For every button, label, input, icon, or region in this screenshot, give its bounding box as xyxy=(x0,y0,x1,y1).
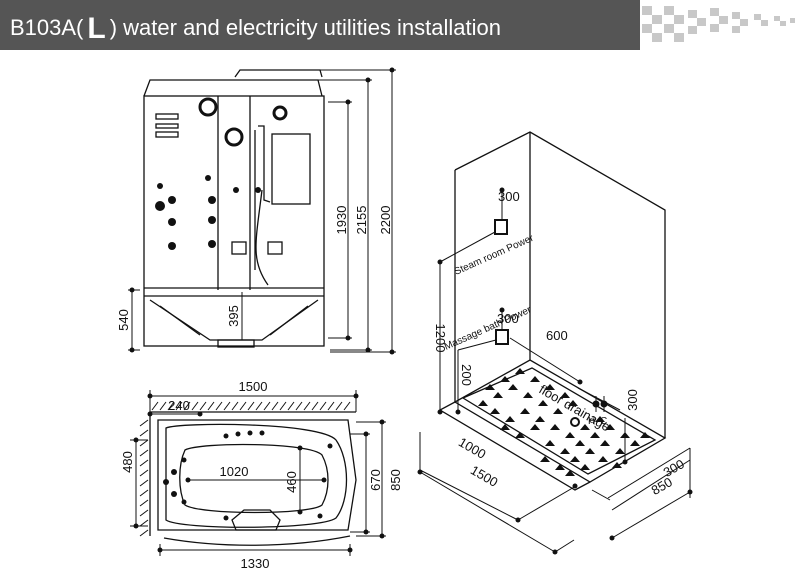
dim-2200: 2200 xyxy=(378,206,393,235)
steam-room-power-label: Steam room Power xyxy=(453,233,536,278)
iso-view xyxy=(438,131,667,491)
dim-300-top: 300 xyxy=(498,189,520,204)
floor-drain-icon xyxy=(570,417,580,427)
dim-460: 460 xyxy=(284,471,299,493)
dim-600: 600 xyxy=(546,328,568,343)
dim-1500-iso: 1500 xyxy=(468,462,501,489)
massage-bath-power-label: Massage bath Power xyxy=(443,304,534,353)
title-prefix: B103A( xyxy=(10,15,84,40)
overhead-speaker-icon xyxy=(198,97,218,117)
dim-670: 670 xyxy=(368,469,383,491)
dim-300-right: 300 xyxy=(625,389,640,411)
dim-300-mid: 300 xyxy=(497,311,519,326)
rain-shower-icon xyxy=(272,105,288,121)
body-jet-icon xyxy=(155,175,261,250)
title-side: L xyxy=(87,12,106,45)
wall-hatching xyxy=(139,401,351,537)
dim-1930: 1930 xyxy=(334,206,349,235)
dim-1500-top: 1500 xyxy=(239,379,268,394)
cold-water-label: C xyxy=(600,416,607,427)
checker-decoration xyxy=(642,6,795,42)
massage-power-socket-icon xyxy=(495,329,509,345)
dim-1000: 1000 xyxy=(456,434,489,461)
dim-480: 480 xyxy=(120,451,135,473)
dim-1020: 1020 xyxy=(220,464,249,479)
hot-water-label: H xyxy=(588,416,595,427)
dim-2155: 2155 xyxy=(354,206,369,235)
page-title: B103A(L) water and electricity utilities… xyxy=(10,9,501,45)
dim-850-top: 850 xyxy=(388,469,403,491)
front-view xyxy=(143,69,325,348)
installation-drawing: 1930 2155 2200 540 395 1500 240 480 1020… xyxy=(116,67,693,570)
dim-540: 540 xyxy=(116,309,131,331)
dim-240: 240 xyxy=(168,398,190,413)
title-suffix: ) water and electricity utilities instal… xyxy=(109,15,501,40)
tile-pattern xyxy=(478,368,650,476)
dim-1200: 1200 xyxy=(433,324,448,353)
title-bar: B103A(L) water and electricity utilities… xyxy=(0,0,640,50)
shower-head-icon xyxy=(224,127,244,147)
dim-395: 395 xyxy=(226,305,241,327)
steam-power-socket-icon xyxy=(494,219,508,235)
tub-jet-icon xyxy=(163,430,333,521)
dim-1330: 1330 xyxy=(241,556,270,570)
dim-200: 200 xyxy=(459,364,474,386)
